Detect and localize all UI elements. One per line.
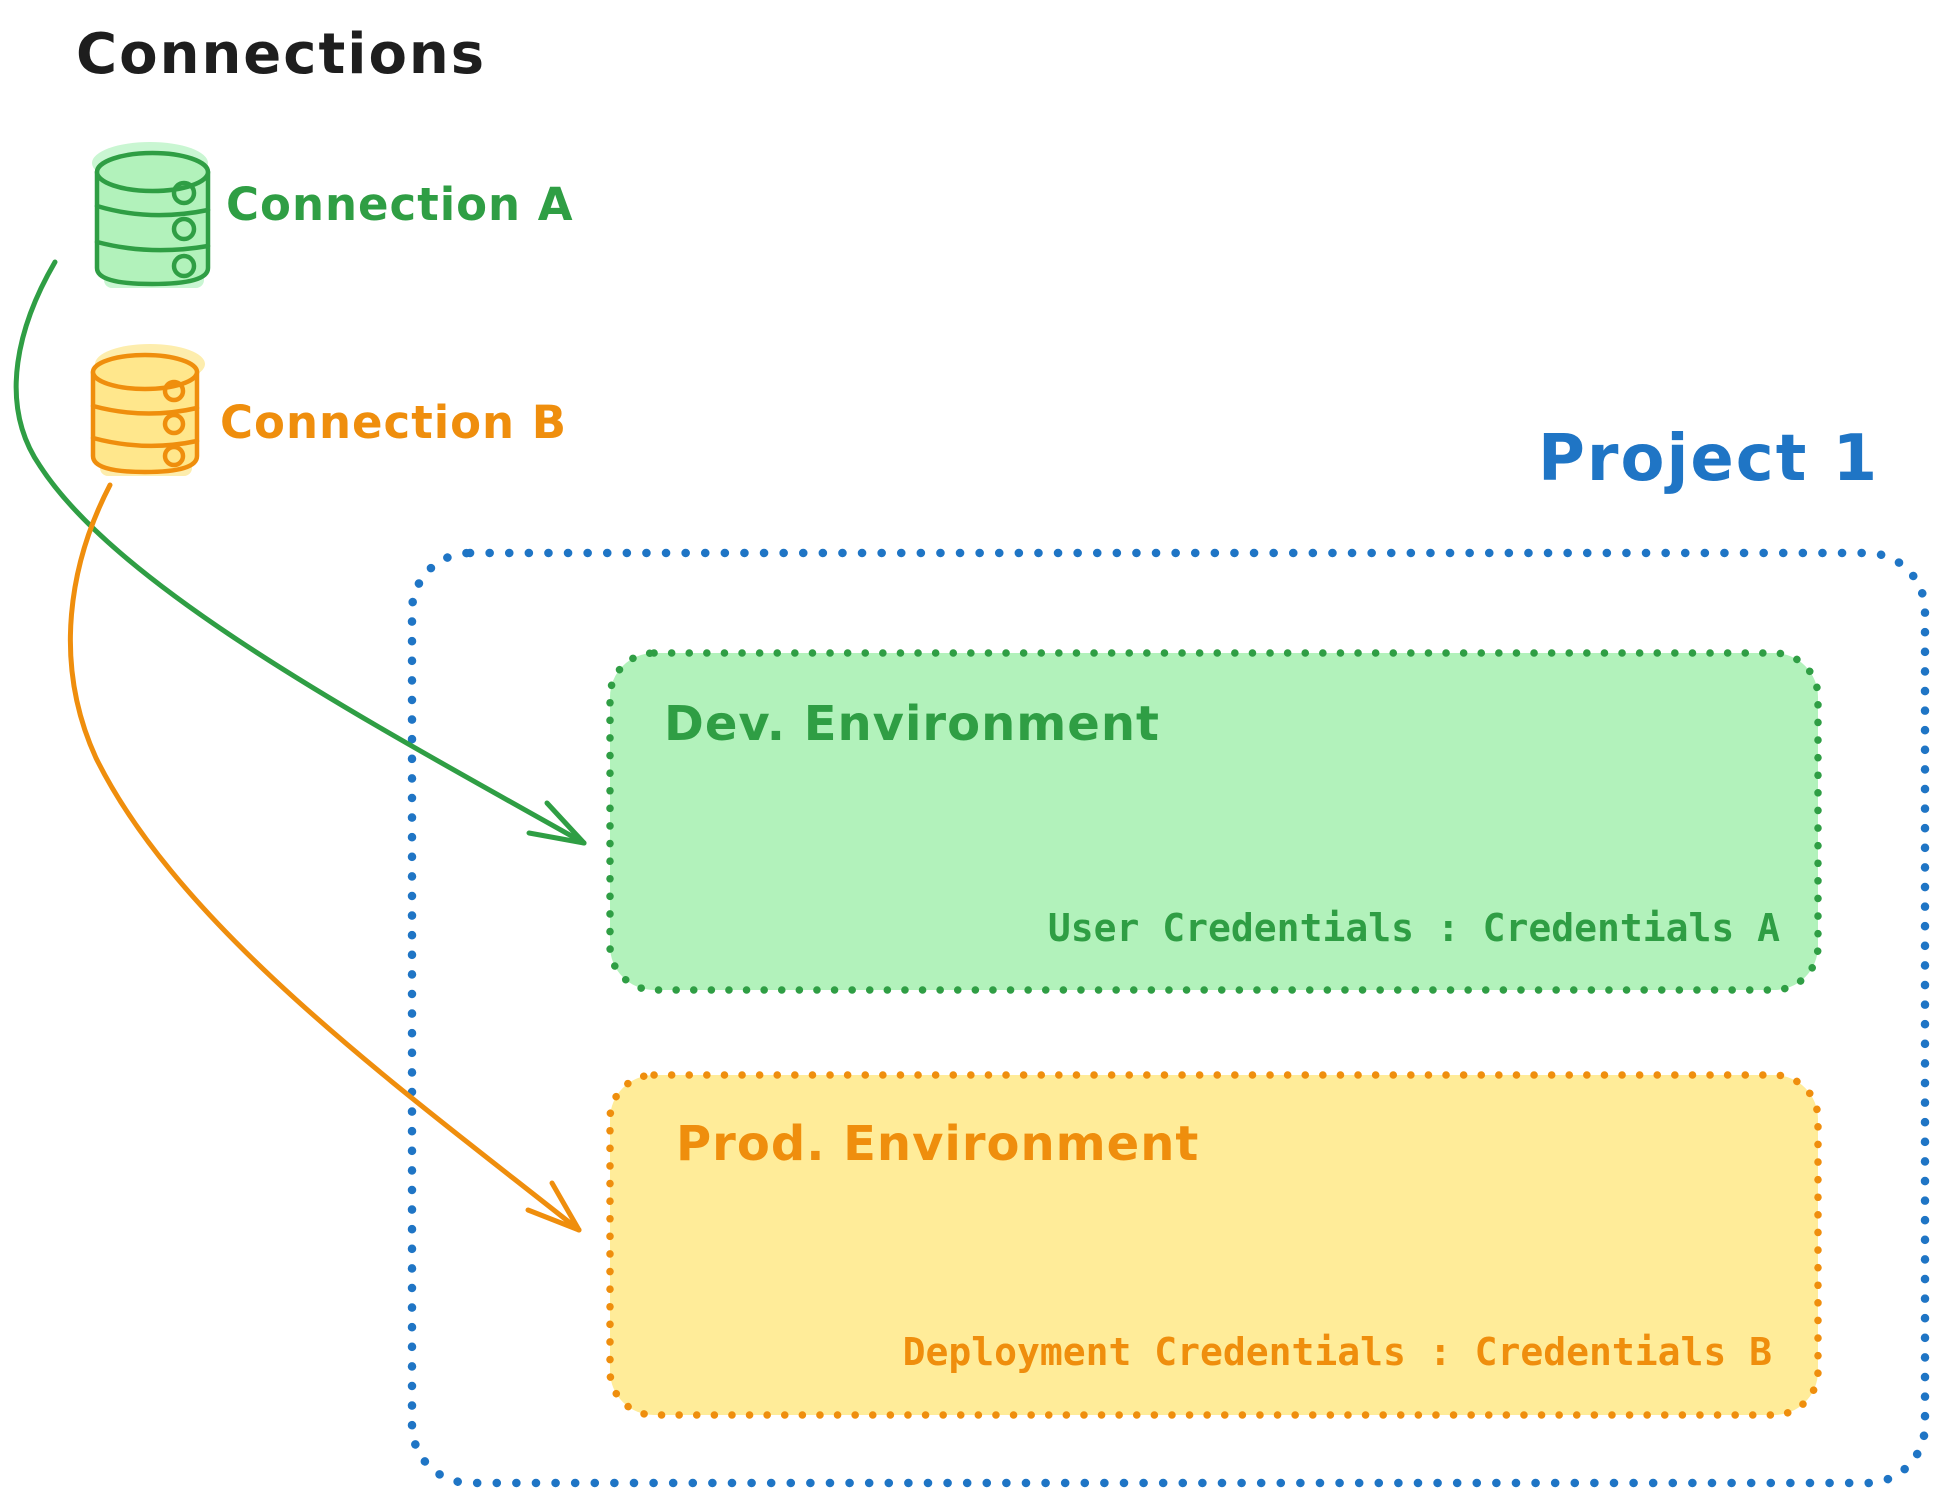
dev-environment-title: Dev. Environment [664, 696, 1160, 752]
dev-environment-box [606, 649, 1822, 994]
prod-environment-credentials: Deployment Credentials : Credentials B [902, 1330, 1772, 1374]
diagram-title: Connections [76, 22, 487, 87]
dev-environment-credentials: User Credentials : Credentials A [1047, 906, 1780, 950]
connection-a-label: Connection A [226, 178, 574, 231]
arrow-connection-a-to-dev [13, 259, 587, 846]
project-title: Project 1 [1538, 422, 1880, 496]
prod-environment-title: Prod. Environment [676, 1116, 1200, 1172]
arrow-connection-b-to-prod [67, 482, 582, 1233]
database-icon-connection-a [92, 142, 211, 288]
connection-b-label: Connection B [220, 396, 568, 449]
prod-environment-box [606, 1071, 1822, 1419]
database-icon-connection-b [90, 344, 205, 476]
